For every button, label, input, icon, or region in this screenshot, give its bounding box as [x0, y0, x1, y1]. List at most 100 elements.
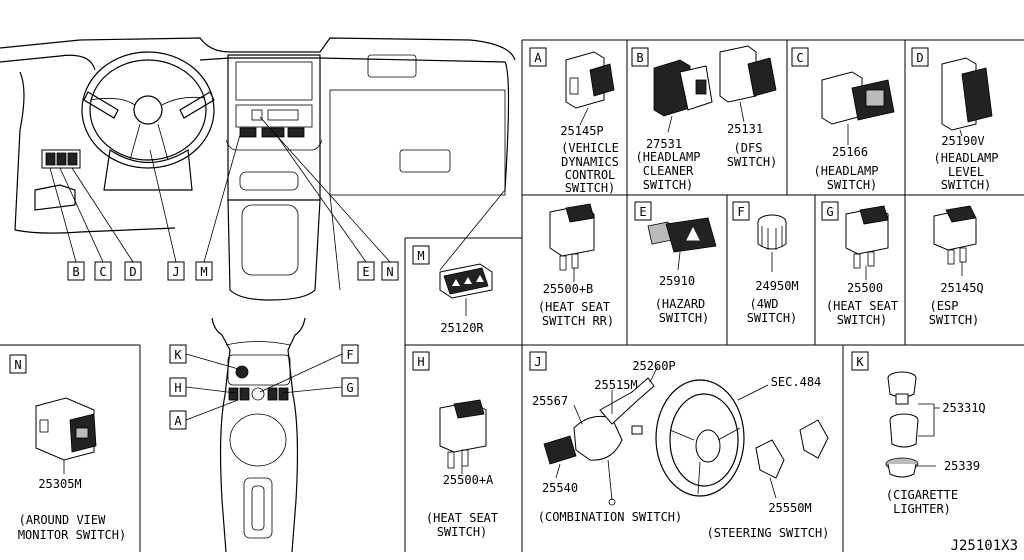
panel-k-label: K — [851, 351, 869, 371]
svg-text:D: D — [129, 265, 136, 279]
callout-f: F — [341, 344, 359, 364]
console-leaders — [185, 353, 343, 421]
overview-leaders — [49, 116, 391, 263]
svg-text:C: C — [99, 265, 106, 279]
panel-j-leaders — [555, 365, 777, 499]
panel-f-label: F — [732, 201, 750, 221]
part-25910: 25910 — [659, 274, 695, 288]
panel-e: E 25910 (HAZARD SWITCH) — [634, 201, 717, 325]
svg-text:D: D — [916, 51, 923, 65]
svg-text:SWITCH): SWITCH) — [827, 178, 878, 192]
svg-text:K: K — [174, 348, 182, 362]
callout-b: B — [67, 261, 85, 281]
steering-switch-drawing — [755, 419, 829, 479]
panel-g-label: G — [821, 201, 839, 221]
svg-text:(AROUND VIEW: (AROUND VIEW — [19, 513, 106, 527]
callout-g: G — [341, 377, 359, 397]
part-25500a: 25500+A — [443, 473, 494, 487]
panel-m-label: M — [412, 245, 430, 265]
part-25339: 25339 — [944, 459, 980, 473]
panel-d: D 25190V (HEADLAMP LEVEL SWITCH) — [911, 47, 999, 192]
svg-text:A: A — [174, 414, 182, 428]
svg-text:(HEADLAMP: (HEADLAMP — [635, 150, 700, 164]
svg-text:G: G — [826, 205, 833, 219]
callout-m: M — [195, 261, 213, 281]
svg-text:J: J — [172, 265, 179, 279]
svg-text:(HEADLAMP: (HEADLAMP — [813, 164, 878, 178]
sec-484: SEC.484 — [771, 375, 822, 389]
panel-g: G 25500 (HEAT SEAT SWITCH) — [821, 201, 898, 327]
svg-text:LIGHTER): LIGHTER) — [893, 502, 951, 516]
part-24950m: 24950M — [755, 279, 798, 293]
svg-text:SWITCH): SWITCH) — [437, 525, 488, 539]
panel-e-label: E — [634, 201, 652, 221]
panel-b-label: B — [631, 47, 649, 67]
panel-a-label: A — [529, 47, 547, 67]
svg-text:SWITCH): SWITCH) — [941, 178, 992, 192]
combination-switch-drawing — [543, 377, 655, 506]
cigarette-lighter-drawing — [885, 371, 919, 478]
switch-25190v-drawing — [941, 57, 993, 131]
panel-j-label: J — [529, 351, 547, 371]
callout-h: H — [169, 377, 187, 397]
svg-text:M: M — [200, 265, 207, 279]
callout-k: K — [169, 344, 187, 364]
svg-text:(HEADLAMP: (HEADLAMP — [933, 151, 998, 165]
steering-wheel-drawing — [655, 379, 745, 497]
part-25550m: 25550M — [768, 501, 811, 515]
part-25515m: 25515M — [594, 378, 637, 392]
part-25305m: 25305M — [38, 477, 81, 491]
part-25145q: 25145Q — [940, 281, 983, 295]
part-25500b: 25500+B — [543, 282, 594, 296]
svg-text:F: F — [737, 205, 744, 219]
center-console — [211, 317, 306, 553]
svg-text:SWITCH): SWITCH) — [727, 155, 778, 169]
switch-27531-drawing — [653, 59, 713, 117]
part-25190v: 25190V — [941, 134, 984, 148]
svg-text:(4WD: (4WD — [750, 297, 779, 311]
part-25166: 25166 — [832, 145, 868, 159]
svg-text:(HEAT SEAT: (HEAT SEAT — [538, 300, 610, 314]
panel-b: B 27531 (HEADLAMP CLEANER SWITCH) 25131 … — [631, 45, 778, 192]
panel-c-label: C — [791, 47, 809, 67]
panel-n-label: N — [9, 354, 27, 374]
svg-text:E: E — [639, 205, 646, 219]
switch-25910-drawing — [647, 217, 717, 253]
callout-e: E — [357, 261, 375, 281]
callout-j: J — [167, 261, 185, 281]
part-25500: 25500 — [847, 281, 883, 295]
svg-text:(HEAT SEAT: (HEAT SEAT — [426, 511, 498, 525]
svg-text:J: J — [534, 355, 541, 369]
part-25120r: 25120R — [440, 321, 484, 335]
part-27531: 27531 — [646, 137, 682, 151]
svg-text:N: N — [386, 265, 393, 279]
switch-25120r-drawing — [439, 263, 493, 299]
part-25260p: 25260P — [632, 359, 675, 373]
svg-text:SWITCH): SWITCH) — [747, 311, 798, 325]
svg-text:SWITCH RR): SWITCH RR) — [542, 314, 614, 328]
svg-text:DYNAMICS: DYNAMICS — [561, 155, 619, 169]
svg-text:SWITCH): SWITCH) — [659, 311, 710, 325]
switch-25500b-drawing — [549, 203, 595, 271]
svg-text:A: A — [534, 51, 542, 65]
svg-text:K: K — [856, 355, 864, 369]
part-25145p: 25145P — [560, 124, 603, 138]
switch-25500a-drawing — [439, 399, 487, 469]
part-25331q: 25331Q — [942, 401, 985, 415]
svg-text:C: C — [796, 51, 803, 65]
svg-text:(HAZARD: (HAZARD — [655, 297, 706, 311]
svg-text:SWITCH): SWITCH) — [643, 178, 694, 192]
svg-text:N: N — [14, 358, 21, 372]
panel-h: H 25500+A (HEAT SEAT SWITCH) — [412, 351, 498, 539]
combination-switch-label: (COMBINATION SWITCH) — [538, 510, 683, 524]
svg-text:MONITOR SWITCH): MONITOR SWITCH) — [18, 528, 126, 542]
panel-f: F 24950M (4WD SWITCH) — [732, 201, 799, 325]
callout-d: D — [124, 261, 142, 281]
svg-text:(VEHICLE: (VEHICLE — [561, 141, 619, 155]
svg-text:SWITCH): SWITCH) — [565, 181, 616, 195]
svg-text:F: F — [346, 348, 353, 362]
switch-25145p-drawing — [565, 51, 615, 109]
svg-text:H: H — [417, 355, 424, 369]
svg-text:B: B — [72, 265, 79, 279]
